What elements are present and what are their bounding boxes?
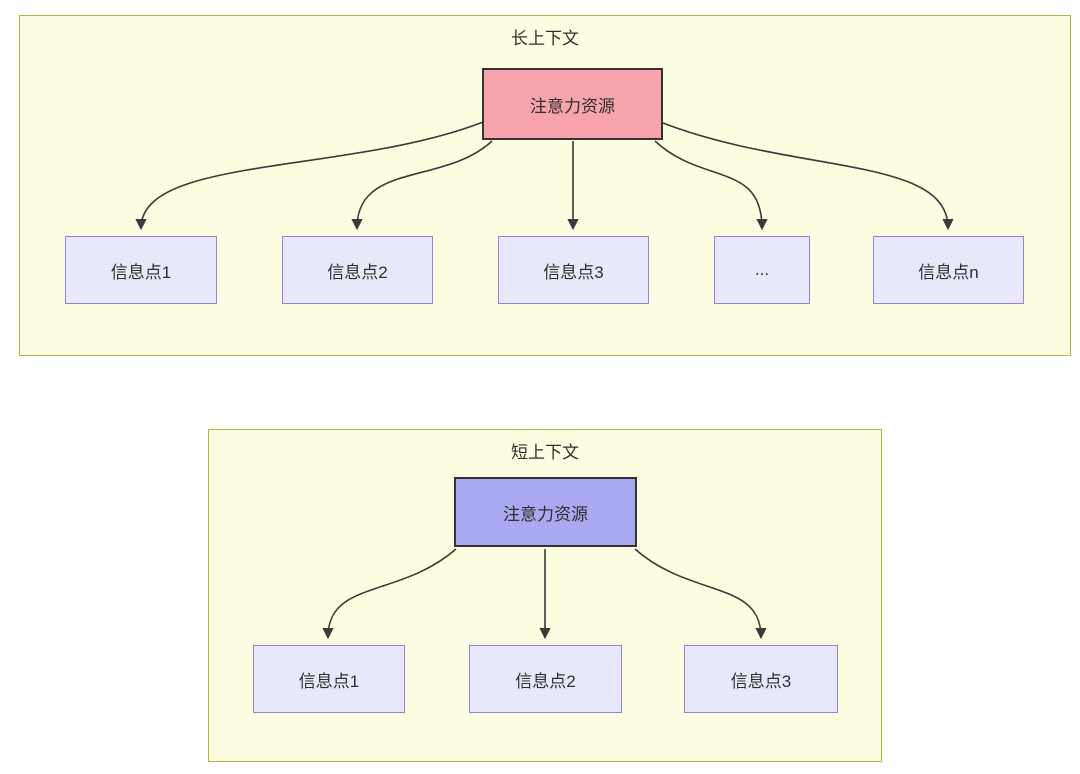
long-info-node-n: 信息点n [873,236,1024,304]
long-info-node-1: 信息点1 [65,236,217,304]
long-info-node-2: 信息点2 [282,236,433,304]
short-context-title: 短上下文 [511,443,579,462]
long-info-node-3: 信息点3 [498,236,649,304]
long-context-title: 长上下文 [511,29,579,48]
long-context-panel: 长上下文 [19,15,1071,356]
attention-resource-node-short: 注意力资源 [454,477,637,547]
attention-resource-node-long: 注意力资源 [482,68,663,140]
long-info-node-ellipsis: ... [714,236,810,304]
short-info-node-1: 信息点1 [253,645,405,713]
short-info-node-3: 信息点3 [684,645,838,713]
short-info-node-2: 信息点2 [469,645,622,713]
